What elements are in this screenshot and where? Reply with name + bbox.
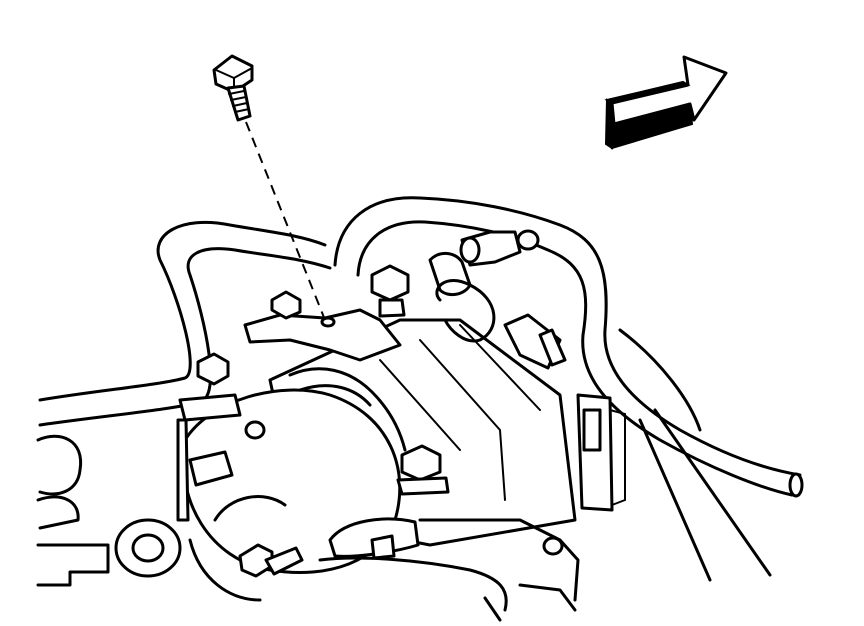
right-tube [333, 196, 804, 498]
compressor-illustration [176, 229, 772, 582]
direction-arrow-icon [604, 55, 728, 150]
left-tube [38, 220, 332, 427]
bolt-icon [212, 54, 254, 122]
lower-components [36, 434, 580, 622]
bolt-alignment-line [245, 121, 326, 321]
